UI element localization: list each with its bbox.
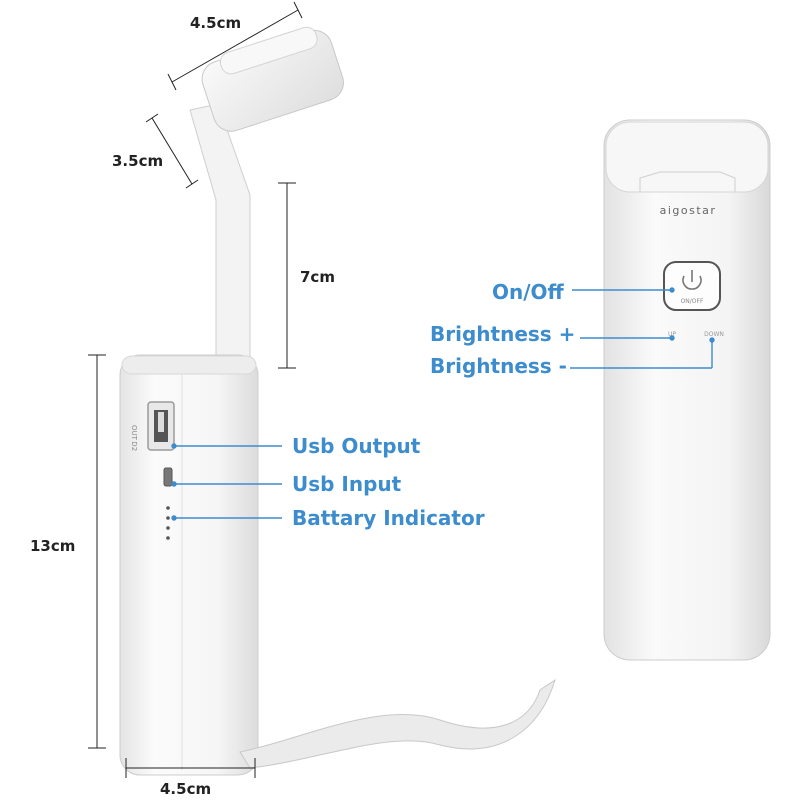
folded-body xyxy=(603,119,771,661)
lamp-body xyxy=(119,354,259,776)
dimension-head-depth: 3.5cm xyxy=(112,152,164,170)
power-icon xyxy=(682,270,702,290)
lamp-head xyxy=(201,26,344,132)
wrist-strap xyxy=(239,678,556,769)
callout-on-off: On/Off xyxy=(492,280,564,304)
lamp-extended-view: OUT D2 xyxy=(119,26,556,776)
lamp-folded-view: aigostar ON/OFF UP DOWN xyxy=(603,119,771,661)
dimension-arm-length: 7cm xyxy=(300,268,335,286)
power-button: ON/OFF xyxy=(663,261,721,311)
side-label: OUT D2 xyxy=(130,425,138,451)
callout-lines xyxy=(171,287,715,521)
callout-usb-input: Usb Input xyxy=(292,472,402,496)
down-label: DOWN xyxy=(704,331,724,338)
usb-a-port-icon xyxy=(147,401,175,451)
dimension-top-width: 4.5cm xyxy=(190,14,242,32)
lamp-arm xyxy=(189,103,251,373)
power-button-label: ON/OFF xyxy=(681,298,704,305)
dimension-body-height: 13cm xyxy=(30,537,76,555)
battery-led-icon xyxy=(166,506,170,540)
callout-brightness-minus: Brightness - xyxy=(430,354,567,378)
up-label: UP xyxy=(668,331,676,338)
callout-brightness-plus: Brightness + xyxy=(430,322,576,346)
callout-battery-indicator: Battary Indicator xyxy=(292,506,485,530)
micro-usb-port-icon xyxy=(163,467,173,487)
callout-usb-output: Usb Output xyxy=(292,434,421,458)
dimension-lines xyxy=(88,1,303,778)
dimension-bottom-width: 4.5cm xyxy=(160,780,212,798)
brand-logo: aigostar xyxy=(660,204,717,217)
